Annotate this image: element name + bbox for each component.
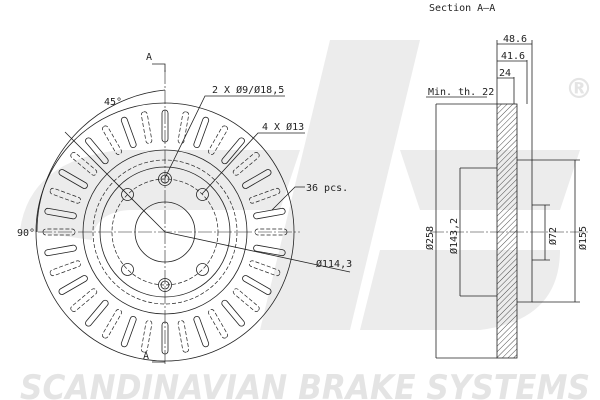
hub-diameter-dim: Ø155 [577, 226, 589, 250]
vent-slot [70, 288, 98, 312]
section-arrow-top [152, 63, 166, 72]
vent-slot [249, 187, 281, 204]
bolt-holes-label: 4 X Ø13 [262, 121, 304, 133]
vent-slot [221, 137, 245, 165]
total-height-dim: 48.6 [503, 34, 527, 45]
section-marker-top: A [146, 52, 152, 63]
vents-leader [271, 186, 305, 211]
hat-diameter-dim: Ø143,2 [448, 218, 460, 254]
vent-slot [85, 299, 109, 327]
vent-slot [102, 125, 122, 155]
vent-slot [249, 260, 281, 277]
outer-diameter-dim: Ø258 [424, 226, 436, 250]
vent-slot [242, 169, 272, 189]
vent-slot [49, 260, 81, 277]
disc-front-view: A A 45° 90° 2 X Ø9/Ø18,5 4 X Ø13 36 pcs.… [17, 52, 352, 366]
vent-slot [140, 111, 153, 144]
bolt-hole [196, 188, 209, 201]
vent-slot [253, 244, 286, 257]
vent-slot [58, 169, 88, 189]
min-thickness-label: Min. th. 22 [428, 87, 494, 98]
vent-slot [253, 207, 286, 220]
vent-slot [193, 116, 210, 149]
section-marker-bottom: A [143, 351, 149, 362]
vent-slot [120, 315, 137, 348]
vent-slot [242, 275, 272, 295]
vent-slot [177, 111, 190, 144]
bolt-hole [121, 263, 134, 276]
angle-45-label: 45° [104, 97, 122, 108]
angle-90-label: 90° [17, 228, 35, 239]
bolt-hole [121, 188, 134, 201]
section-title: Section A–A [429, 3, 495, 14]
small-holes-label: 2 X Ø9/Ø18,5 [212, 84, 284, 96]
small-holes-leader [164, 95, 285, 179]
vent-slot [177, 320, 190, 353]
vent-slot [70, 152, 98, 176]
vent-slot [49, 187, 81, 204]
angle-arc [36, 89, 166, 233]
friction-ring-section [496, 103, 518, 359]
vent-slot [232, 152, 260, 176]
vent-slot [232, 288, 260, 312]
angle-45-line [64, 131, 166, 233]
bolt-holes-leader [201, 132, 305, 195]
vents-label: 36 pcs. [306, 183, 348, 194]
vent-slot [44, 207, 77, 220]
vent-slot [58, 275, 88, 295]
vent-slot [44, 244, 77, 257]
vent-slot [102, 309, 122, 339]
vent-slot [208, 125, 228, 155]
pcd-label: Ø114,3 [316, 258, 352, 270]
brand-watermark-text: SCANDINAVIAN BRAKE SYSTEMS [20, 368, 590, 400]
registered-mark: ® [565, 72, 593, 105]
disc-section-view: 48.6 41.6 24 Min. th. 22 Section A–A Ø25… [424, 3, 590, 359]
hat-section [517, 159, 533, 303]
center-bore-dim: Ø72 [547, 227, 559, 245]
vent-slot [85, 137, 109, 165]
vent-slot [140, 320, 153, 353]
bolt-hole [196, 263, 209, 276]
hat-height-dim: 41.6 [501, 51, 525, 62]
vent-slot [120, 116, 137, 149]
vent-slot [193, 315, 210, 348]
thickness-dim: 24 [499, 68, 511, 79]
pcd-leader [164, 231, 351, 273]
vent-slot [208, 309, 228, 339]
vent-slot [221, 299, 245, 327]
